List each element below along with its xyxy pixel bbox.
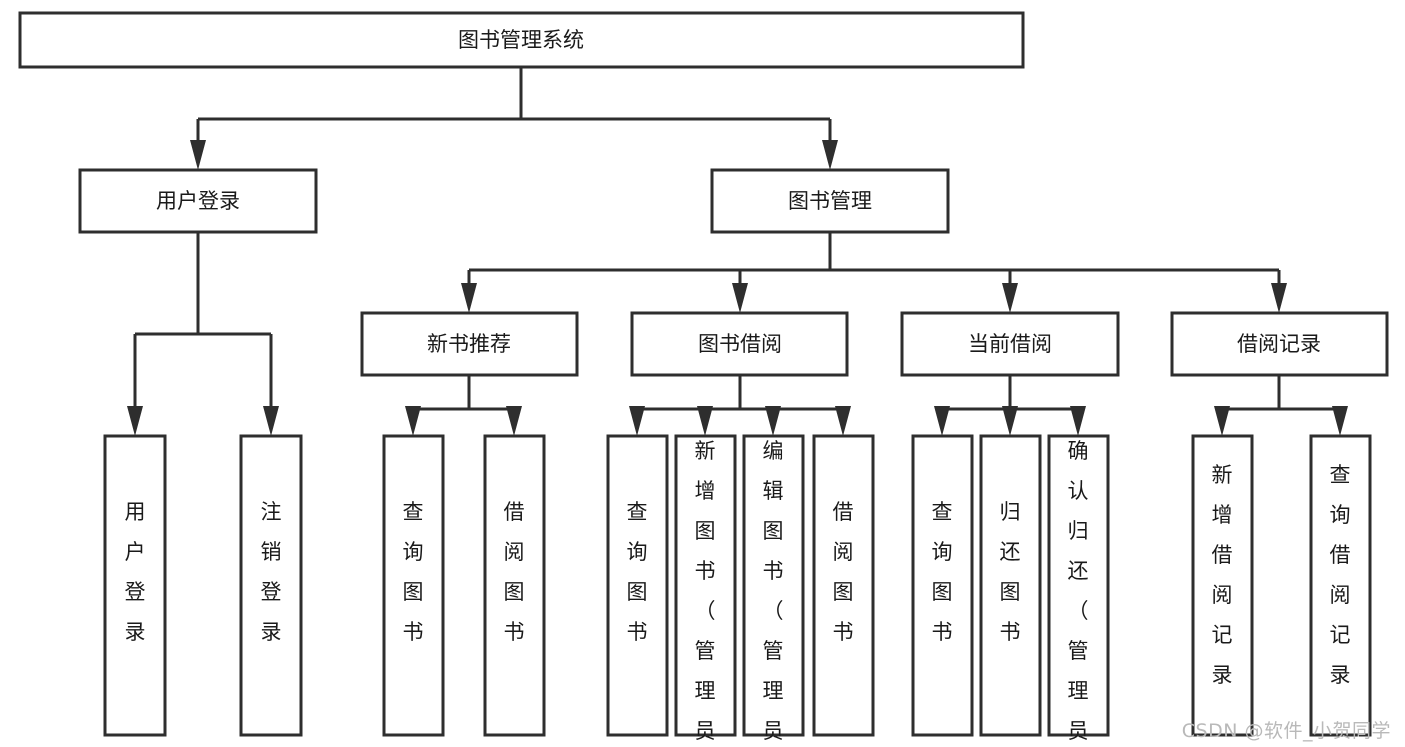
node-leaf-add-record-box[interactable] — [1191, 434, 1254, 737]
arrow-head-current-borrow — [1002, 283, 1018, 313]
node-leaf-logout-login[interactable]: 注销登录 — [239, 434, 303, 737]
node-leaf-borrow-book-1[interactable]: 借阅图书 — [483, 434, 546, 737]
connector-group-borrow-record — [1214, 375, 1348, 436]
node-leaf-logout-login-box[interactable] — [239, 434, 303, 737]
node-leaf-user-login-label: 用户登录 — [125, 500, 146, 644]
arrow-head-leaf-user-login — [127, 406, 143, 436]
node-leaf-borrow-book-2[interactable]: 借阅图书 — [812, 434, 875, 737]
node-current-borrow[interactable]: 当前借阅 — [900, 311, 1120, 377]
node-leaf-query-book-1[interactable]: 查询图书 — [382, 434, 445, 737]
connector-group-book-borrow — [629, 375, 851, 436]
node-book-management[interactable]: 图书管理 — [710, 168, 950, 234]
node-leaf-add-book-label: 新增图书（管理员） — [695, 439, 716, 747]
node-current-borrow-box[interactable] — [900, 311, 1120, 377]
node-leaf-user-login[interactable]: 用户登录 — [103, 434, 167, 737]
node-leaf-add-book-box[interactable] — [674, 434, 737, 737]
node-leaf-query-record[interactable]: 查询借阅记录 — [1309, 434, 1372, 737]
node-leaf-add-record-label: 新增借阅记录 — [1212, 463, 1233, 687]
node-leaf-edit-book-box[interactable] — [742, 434, 805, 737]
node-root-box[interactable] — [18, 11, 1025, 69]
node-book-management-label: 图书管理 — [788, 189, 872, 213]
node-root-label: 图书管理系统 — [458, 28, 584, 52]
arrow-head-leaf-edit-book — [765, 406, 781, 436]
node-root[interactable]: 图书管理系统 — [18, 11, 1025, 69]
arrow-head-leaf-add-book — [697, 406, 713, 436]
node-borrow-record[interactable]: 借阅记录 — [1170, 311, 1389, 377]
node-leaf-query-book-2-label: 查询图书 — [627, 500, 648, 644]
connector-group-root — [190, 67, 838, 170]
node-user-login-box[interactable] — [78, 168, 318, 234]
node-leaf-logout-login-label: 注销登录 — [261, 500, 282, 644]
node-leaf-add-book[interactable]: 新增图书（管理员） — [674, 434, 737, 747]
connector-group-new-book-recommend — [405, 375, 522, 436]
node-leaf-query-book-1-box[interactable] — [382, 434, 445, 737]
arrow-head-new-book-recommend — [461, 283, 477, 313]
node-leaf-query-record-box[interactable] — [1309, 434, 1372, 737]
connector-group-book-management — [461, 232, 1287, 313]
node-leaf-borrow-book-1-box[interactable] — [483, 434, 546, 737]
node-leaf-confirm-return-label: 确认归还（管理员） — [1068, 439, 1089, 747]
node-leaf-user-login-box[interactable] — [103, 434, 167, 737]
node-book-borrow-box[interactable] — [630, 311, 849, 377]
node-leaf-query-book-3[interactable]: 查询图书 — [911, 434, 974, 737]
node-borrow-record-label: 借阅记录 — [1237, 332, 1321, 356]
node-leaf-edit-book[interactable]: 编辑图书（管理员） — [742, 434, 805, 747]
node-leaf-query-book-3-box[interactable] — [911, 434, 974, 737]
connector-group-user-login — [127, 232, 279, 436]
node-leaf-confirm-return-box[interactable] — [1047, 434, 1110, 737]
node-book-management-box[interactable] — [710, 168, 950, 234]
arrow-head-book-management — [822, 140, 838, 170]
node-user-login[interactable]: 用户登录 — [78, 168, 318, 234]
node-leaf-borrow-book-2-label: 借阅图书 — [833, 500, 854, 644]
arrow-head-leaf-query-record — [1332, 406, 1348, 436]
node-leaf-confirm-return[interactable]: 确认归还（管理员） — [1047, 434, 1110, 747]
node-leaf-query-book-2-box[interactable] — [606, 434, 669, 737]
arrow-head-leaf-confirm-return — [1070, 406, 1086, 436]
node-leaf-edit-book-label: 编辑图书（管理员） — [763, 439, 784, 747]
arrow-head-borrow-record — [1271, 283, 1287, 313]
node-borrow-record-box[interactable] — [1170, 311, 1389, 377]
node-leaf-return-book-label: 归还图书 — [1000, 500, 1021, 644]
arrow-head-leaf-query-book-3 — [934, 406, 950, 436]
node-book-borrow[interactable]: 图书借阅 — [630, 311, 849, 377]
node-new-book-recommend[interactable]: 新书推荐 — [360, 311, 579, 377]
arrow-head-leaf-query-book-1 — [405, 406, 421, 436]
arrow-head-leaf-query-book-2 — [629, 406, 645, 436]
arrow-head-leaf-return-book — [1002, 406, 1018, 436]
arrow-head-leaf-logout-login — [263, 406, 279, 436]
arrow-head-user-login — [190, 140, 206, 170]
node-leaf-return-book-box[interactable] — [979, 434, 1042, 737]
node-leaf-query-book-3-label: 查询图书 — [932, 500, 953, 644]
node-leaf-add-record[interactable]: 新增借阅记录 — [1191, 434, 1254, 737]
connector-group-current-borrow — [934, 375, 1086, 436]
node-book-borrow-label: 图书借阅 — [698, 332, 782, 356]
node-current-borrow-label: 当前借阅 — [968, 332, 1052, 356]
node-new-book-recommend-label: 新书推荐 — [427, 332, 511, 356]
node-leaf-query-book-2[interactable]: 查询图书 — [606, 434, 669, 737]
node-user-login-label: 用户登录 — [156, 189, 240, 213]
arrow-head-book-borrow — [732, 283, 748, 313]
node-leaf-borrow-book-2-box[interactable] — [812, 434, 875, 737]
node-leaf-query-book-1-label: 查询图书 — [403, 500, 424, 644]
node-leaf-query-record-label: 查询借阅记录 — [1330, 463, 1351, 687]
node-new-book-recommend-box[interactable] — [360, 311, 579, 377]
node-leaf-return-book[interactable]: 归还图书 — [979, 434, 1042, 737]
arrow-head-leaf-borrow-book-1 — [506, 406, 522, 436]
arrow-head-leaf-add-record — [1214, 406, 1230, 436]
arrow-head-leaf-borrow-book-2 — [835, 406, 851, 436]
node-leaf-borrow-book-1-label: 借阅图书 — [504, 500, 525, 644]
